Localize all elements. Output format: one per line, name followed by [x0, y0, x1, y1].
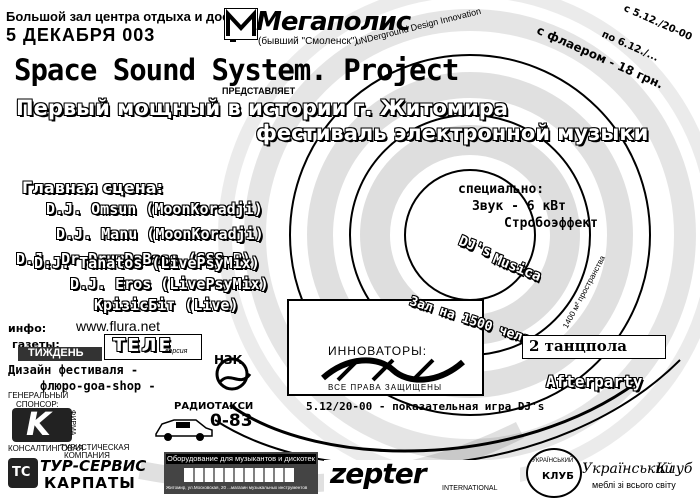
info-label: инфо: — [8, 322, 47, 335]
innovators-rights: ВСЕ ПРАВА ЗАЩИЩЕНЫ — [328, 383, 443, 392]
project-title: Space Sound System. Project — [14, 53, 459, 87]
sponsor-k-logo: K — [12, 408, 72, 442]
tour-place: КАРПАТЫ — [44, 474, 136, 492]
club-badge-top: УКРАЇНСЬКИЙ — [532, 458, 574, 464]
design-line2: флюро-goa-shop - — [40, 379, 156, 393]
special-strobe: Стробоэффект — [504, 216, 598, 231]
special-sound: Звук - 6 кВт — [472, 199, 566, 214]
innovators-heading: ИННОВАТОРЫ: — [328, 344, 428, 358]
megapolis-subtitle: (бывший "Смоленск") — [258, 36, 358, 47]
second-stage-dj-2: D.J. Eros (LivePsyMix) — [70, 275, 269, 293]
sponsor-bottom: КОНСАЛТИНГОВАЯ — [8, 444, 84, 453]
second-stage-dj-3: КрізісБіт (Live) — [94, 296, 239, 314]
equipment-banner-text: Оборудование для музыкантов и дискотек — [166, 454, 316, 464]
paper-tele-name: ТЕЛЕ — [113, 335, 173, 356]
megapolis-logo — [223, 7, 259, 41]
zepter-logo: zepter INTERNATIONAL — [324, 460, 520, 494]
venue-text: Большой зал центра отдыха и досуга — [6, 9, 250, 24]
tour-small-2: КОМПАНИЯ — [64, 451, 110, 460]
club-tagline: меблі зі всього світу — [592, 480, 676, 490]
paper-tyzhden-logo: ТИЖДЕНЬ — [18, 347, 102, 361]
nsk-logo-text: НЗК — [214, 353, 243, 367]
showcase-text: 5.12/20-00 - показательная игра DJ's — [306, 400, 545, 413]
headline-line1: Первый мощный в истории г. Житомира — [16, 96, 508, 120]
paper-tyzhden-name: ТИЖДЕНЬ — [28, 347, 84, 359]
afterparty-text: Afterparty — [546, 372, 643, 391]
sponsor-label-2: СПОНСОР: — [16, 400, 59, 409]
keyboard-icon — [184, 468, 294, 482]
sponsor-vertical: ФИРМА — [69, 410, 76, 436]
main-stage-heading: Главная сцена: — [22, 178, 163, 197]
headline-line2: фестиваль электронной музыки — [256, 121, 649, 145]
zepter-name: zepter — [330, 460, 427, 490]
paper-tele-sub: верcия — [165, 348, 188, 355]
second-stage-dj-1: D.J. Tanatos (LivePsyMix) — [34, 254, 260, 272]
taxi-car-icon — [155, 419, 213, 441]
club-badge: УКРАЇНСЬКИЙ КЛУБ — [526, 448, 582, 498]
dancefloors-text: 2 танцпола — [529, 337, 628, 355]
megapolis-m-icon — [223, 7, 259, 41]
tour-logo: ТС — [8, 458, 38, 488]
nsk-swirl-icon — [215, 357, 252, 391]
tour-logo-text: ТС — [12, 465, 31, 480]
megapolis-name: Мегаполис — [256, 7, 411, 37]
main-stage-dj-3: D.J. Dr.DrumDaBass (SSS.P) — [16, 250, 251, 268]
club-badge-bottom: КЛУБ — [542, 471, 574, 482]
main-stage-dj-2: D.J. Manu (MoonKoradji) — [56, 225, 264, 243]
presents-text: ПРЕДСТАВЛЯЕТ — [222, 86, 296, 96]
newspapers-label: газеты: — [12, 338, 60, 351]
sponsor-label-1: ГЕНЕРАЛЬНЫЙ — [8, 391, 69, 400]
info-url[interactable]: www.flura.net — [76, 318, 161, 334]
special-heading: специально: — [458, 182, 545, 197]
nsk-logo: НЗК — [206, 352, 258, 392]
design-line1: Дизайн фестиваля - — [8, 363, 139, 377]
event-date: 5 ДЕКАБРЯ 003 — [6, 25, 156, 45]
equipment-address: Житомир, ул.Московская, 20 ...магазин му… — [166, 485, 308, 490]
club-name-a: Український — [582, 461, 674, 477]
paper-tele-logo: ТЕЛЕ верcия — [104, 334, 202, 360]
main-stage-dj-1: D.J. Omsun (MoonKoradji) — [46, 200, 263, 218]
innovators-logo-icon — [321, 357, 465, 383]
dancefloors-box: 2 танцпола — [522, 335, 666, 359]
equipment-banner: Оборудование для музыкантов и дискотек Ж… — [164, 452, 318, 494]
tour-name: ТУР-СЕРВИС — [40, 457, 147, 475]
sponsor-letter: K — [26, 408, 51, 442]
radiotaxi-phone: 0-83 — [210, 411, 253, 431]
radiotaxi-label: РАДИОТАКСИ — [174, 401, 254, 412]
tour-small-1: ТУРИСТИЧЕСКАЯ — [60, 443, 130, 452]
club-name-b: Клуб — [656, 461, 693, 477]
zepter-sub: INTERNATIONAL — [442, 485, 498, 492]
